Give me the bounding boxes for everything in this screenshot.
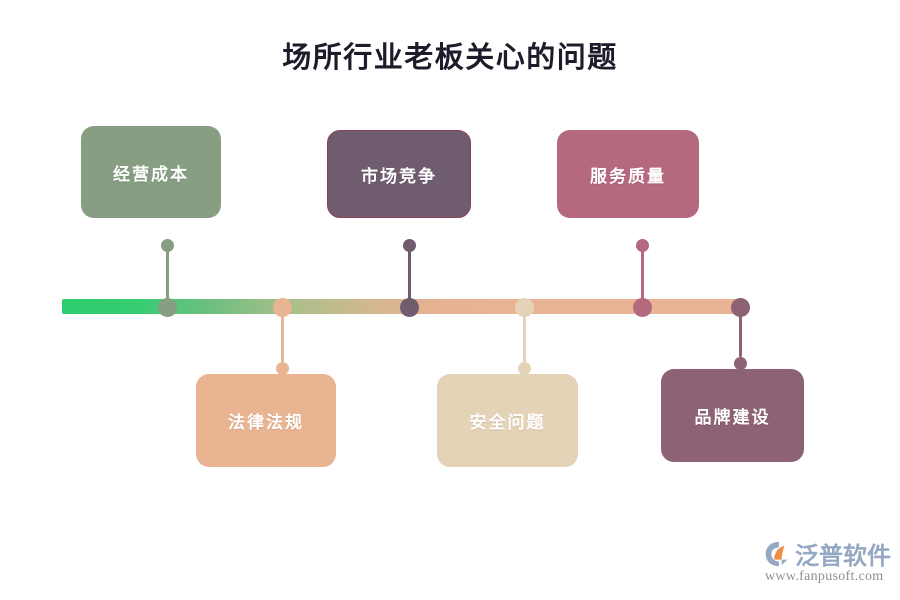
watermark-row: 泛普软件 — [762, 536, 891, 571]
timeline-card-service-quality[interactable]: 服务质量 — [557, 130, 699, 218]
connector-endpoint-1 — [160, 239, 174, 252]
card-label: 法律法规 — [228, 413, 304, 432]
card-label: 安全问题 — [469, 413, 546, 432]
card-label: 经营成本 — [113, 164, 189, 184]
connector-line-5 — [640, 245, 644, 307]
timeline-node-dot-3[interactable] — [399, 297, 419, 317]
connector-line-1 — [165, 245, 169, 307]
card-label: 市场竞争 — [361, 166, 437, 186]
connector-endpoint-6 — [733, 357, 747, 370]
timeline-card-market-competition[interactable]: 市场竞争 — [327, 130, 471, 218]
fanpu-logo-icon — [762, 539, 792, 569]
timeline-card-brand-building[interactable]: 品牌建设 — [661, 369, 804, 462]
watermark: 泛普软件 www.fanpusoft.com — [762, 536, 892, 588]
connector-endpoint-2 — [275, 362, 289, 375]
connector-endpoint-4 — [517, 362, 531, 375]
timeline-card-operating-cost[interactable]: 经营成本 — [81, 126, 221, 218]
watermark-url: www.fanpusoft.com — [765, 569, 884, 584]
connector-endpoint-5 — [635, 239, 649, 252]
page-title: 场所行业老板关心的问题 — [282, 42, 618, 74]
timeline-node-dot-1[interactable] — [157, 297, 177, 317]
card-label: 品牌建设 — [694, 408, 771, 427]
timeline-card-safety-issues[interactable]: 安全问题 — [437, 374, 578, 467]
connector-endpoint-3 — [402, 239, 416, 252]
watermark-brand: 泛普软件 — [795, 544, 891, 570]
connector-line-2 — [280, 307, 284, 362]
card-label: 服务质量 — [590, 166, 666, 186]
connector-line-3 — [407, 245, 411, 307]
connector-line-4 — [522, 307, 526, 362]
timeline-card-laws-regulations[interactable]: 法律法规 — [196, 374, 336, 467]
connector-line-6 — [738, 307, 742, 357]
timeline-node-dot-5[interactable] — [632, 297, 652, 317]
